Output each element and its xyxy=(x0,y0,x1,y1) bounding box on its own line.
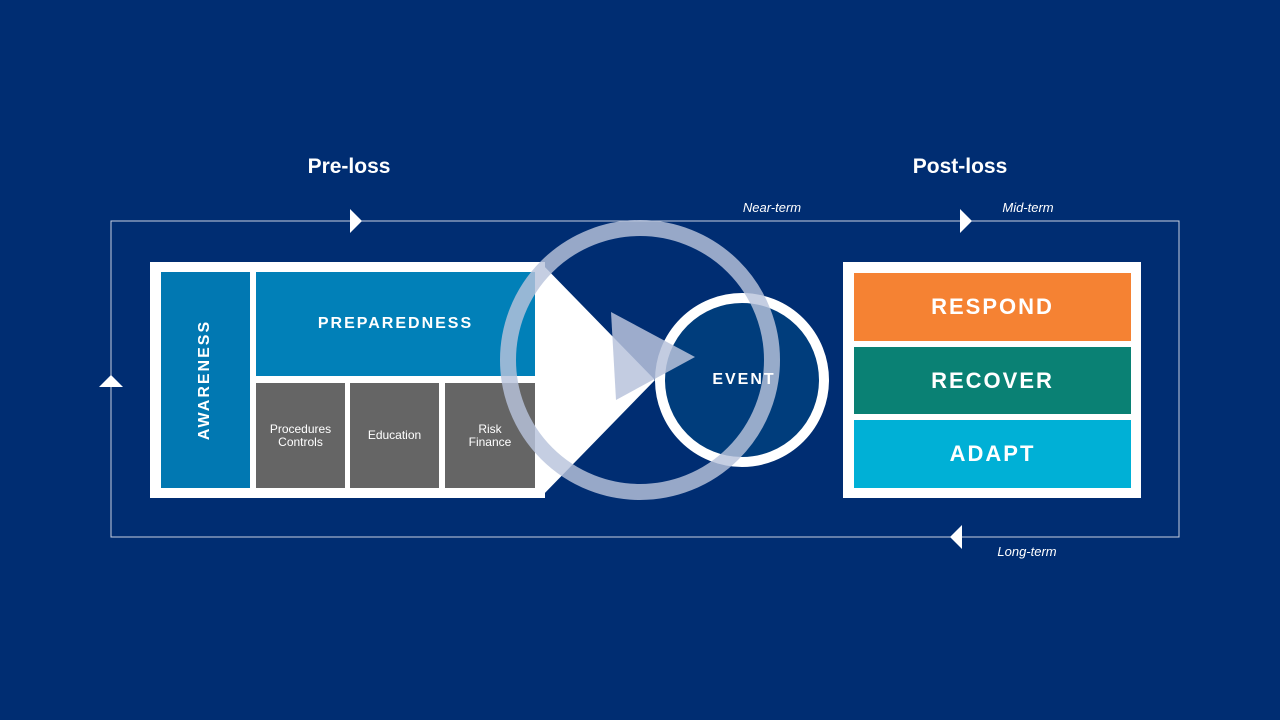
education-box: Education xyxy=(350,383,439,488)
big-arrow-icon xyxy=(540,262,655,498)
recover-box: RECOVER xyxy=(854,347,1131,414)
mid-term-label: Mid-term xyxy=(1002,200,1054,215)
recover-label: RECOVER xyxy=(931,367,1054,393)
long-term-label: Long-term xyxy=(997,544,1057,559)
respond-label: RESPOND xyxy=(931,294,1054,319)
event-circle xyxy=(655,293,829,467)
arrow-right-icon xyxy=(960,209,972,233)
arrow-up-icon xyxy=(99,375,123,387)
procedures-controls-label: Procedures Controls xyxy=(269,421,332,449)
education-label: Education xyxy=(367,428,422,442)
arrow-left-icon xyxy=(950,525,962,549)
adapt-box: ADAPT xyxy=(854,420,1131,488)
respond-box: RESPOND xyxy=(854,273,1131,341)
awareness-box: AWARENESS xyxy=(161,272,250,488)
cycle-ring xyxy=(500,220,780,500)
procedures-controls-box: Procedures Controls xyxy=(256,383,345,488)
ring-arrow-icon xyxy=(611,312,695,400)
adapt-label: ADAPT xyxy=(949,441,1036,466)
event-label: EVENT xyxy=(712,371,776,388)
post-loss-heading: Post-loss xyxy=(912,155,1008,178)
preparedness-box: PREPAREDNESS xyxy=(256,272,535,376)
risk-finance-label: Risk Finance xyxy=(468,421,512,449)
arrow-right-icon xyxy=(350,209,362,233)
preparedness-label: PREPAREDNESS xyxy=(317,315,474,332)
pre-loss-heading: Pre-loss xyxy=(307,155,391,178)
risk-finance-box: Risk Finance xyxy=(445,383,535,488)
near-term-label: Near-term xyxy=(742,200,802,215)
